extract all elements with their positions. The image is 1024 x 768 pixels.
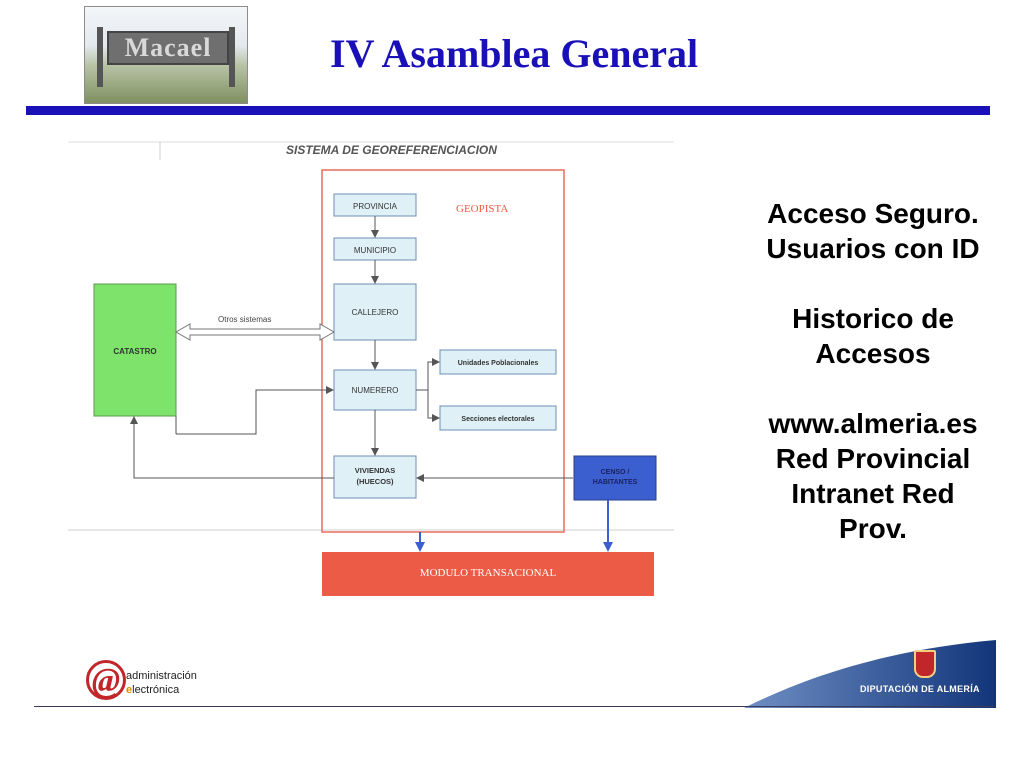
edge-otros-sistemas (174, 323, 336, 341)
node-viviendas (333, 455, 417, 499)
node-censo-label-2: HABITANTES (593, 479, 638, 486)
macael-logo-image: Macael (84, 6, 248, 104)
notes-panel: Acceso Seguro. Usuarios con ID Historico… (734, 196, 1012, 546)
slide-title: IV Asamblea General (330, 31, 699, 76)
diputacion-banner (744, 640, 996, 708)
node-catastro-label: CATASTRO (113, 347, 156, 356)
note-line: Intranet Red (791, 478, 955, 509)
georeferencing-diagram: SISTEMA DE GEOREFERENCIACION GEOPISTA PR… (68, 138, 674, 604)
edge-catastro-numerero (176, 386, 334, 435)
node-censo-label-1: CENSO / (601, 469, 630, 476)
logo-initial: e (126, 684, 133, 696)
administracion-electronica-logo: @ administración electrónica (86, 660, 286, 704)
footer-divider (34, 706, 994, 707)
note-line: Historico de (792, 303, 954, 334)
edge-otros-sistemas-label: Otros sistemas (218, 315, 271, 324)
note-line: Acceso Seguro. (767, 198, 979, 229)
node-censo-habitantes (573, 455, 657, 501)
edge-numerero-unidades (416, 358, 440, 391)
node-secciones-label: Secciones electorales (461, 416, 534, 423)
logo-line-2: electrónica (126, 684, 179, 696)
logo-line-1: administración (126, 670, 197, 682)
organization-name: DIPUTACIÓN DE ALMERÍA (860, 684, 980, 694)
node-viviendas-label-2: (HUECOS) (356, 477, 394, 486)
at-icon: @ (86, 660, 126, 700)
diagram-title: SISTEMA DE GEOREFERENCIACION (286, 143, 497, 157)
title-divider (26, 106, 990, 115)
coat-of-arms-icon (914, 650, 936, 678)
node-unidades-label: Unidades Poblacionales (458, 360, 539, 367)
logo-rest: lectrónica (132, 684, 180, 696)
macael-sign-text: Macael (107, 31, 229, 65)
sign-post-right (229, 27, 235, 87)
sign-post-left (97, 27, 103, 87)
node-callejero-label: CALLEJERO (352, 308, 399, 317)
node-municipio-label: MUNICIPIO (354, 246, 396, 255)
banner-swoosh (744, 640, 996, 708)
node-viviendas-label-1: VIVIENDAS (355, 466, 395, 475)
note-line: Red Provincial (775, 443, 971, 474)
note-line: www.almeria.es (768, 408, 978, 439)
edge-viviendas-catastro (130, 416, 334, 479)
node-modulo-transacional (322, 552, 654, 596)
geopista-group (321, 169, 565, 533)
geopista-label: GEOPISTA (456, 203, 508, 215)
node-secciones-electorales (439, 405, 557, 431)
node-catastro (93, 283, 177, 417)
edge-numerero-secciones (427, 390, 440, 422)
node-modulo-label: MODULO TRANSACIONAL (420, 567, 557, 579)
node-unidades-poblacionales (439, 349, 557, 375)
note-line: Usuarios con ID (766, 233, 980, 264)
note-line: Accesos (815, 338, 931, 369)
note-line: Prov. (839, 513, 907, 544)
node-numerero-label: NUMERERO (352, 386, 399, 395)
node-provincia-label: PROVINCIA (353, 202, 398, 211)
